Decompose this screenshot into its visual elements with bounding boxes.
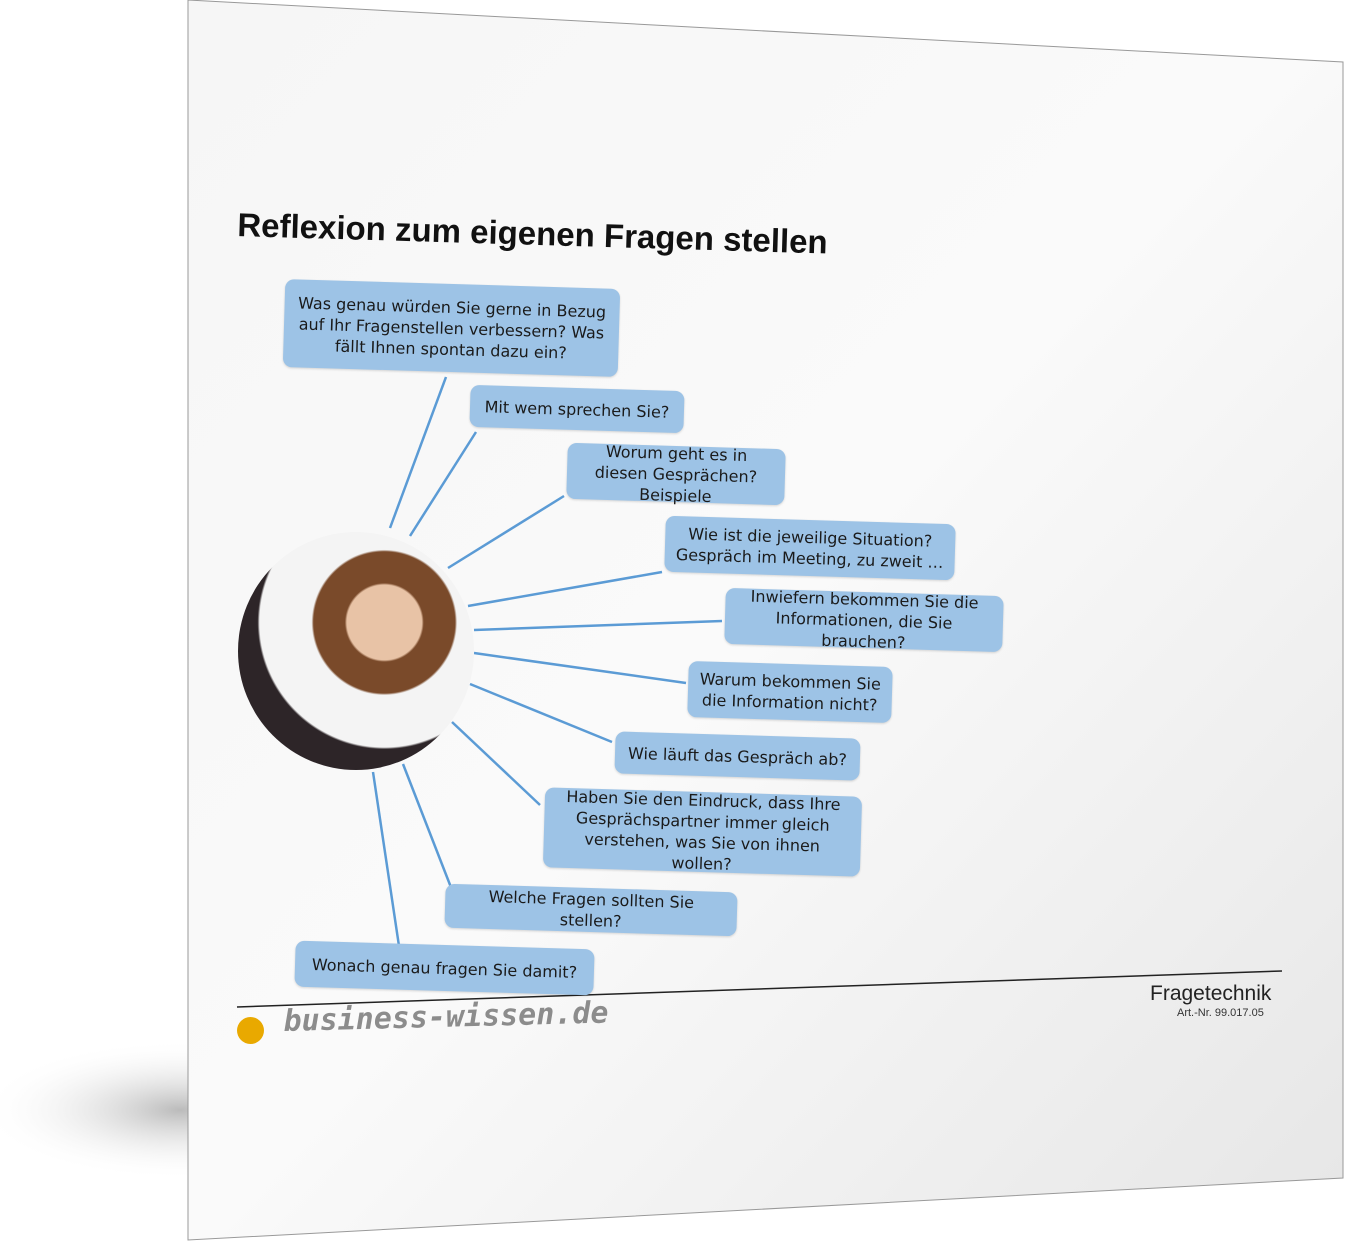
logo-dot-icon (237, 1017, 264, 1044)
connector-line (401, 763, 454, 891)
article-number: Art.-Nr. 99.017.05 (1177, 1007, 1264, 1019)
question-box: Wie läuft das Gespräch ab? (614, 731, 861, 781)
connector-line (451, 721, 541, 806)
question-box: Wie ist die jeweilige Situation? Gespräc… (664, 515, 956, 581)
question-box: Haben Sie den Eindruck, dass Ihre Gesprä… (542, 787, 863, 877)
question-box: Inwiefern bekommen Sie die Informationen… (724, 586, 1004, 653)
connector-line (388, 376, 448, 529)
connector-line (473, 651, 687, 685)
connector-line (447, 494, 565, 570)
question-box: Mit wem sprechen Sie? (469, 384, 685, 434)
question-box: Warum bekommen Sie die Information nicht… (687, 660, 893, 724)
connector-line (469, 682, 613, 744)
question-box: Was genau würden Sie gerne in Bezug auf … (282, 279, 621, 377)
connector-line (408, 431, 478, 537)
connector-line (371, 771, 401, 947)
connector-line (473, 619, 723, 632)
footer-category: Fragetechnik (1150, 982, 1272, 1005)
question-box: Welche Fragen sollten Sie stellen? (444, 883, 738, 937)
connector-line (467, 570, 663, 608)
footer-divider (236, 970, 1283, 1008)
person-photo (238, 532, 474, 770)
question-box: Wonach genau fragen Sie damit? (294, 940, 595, 996)
question-box: Worum geht es in diesen Gesprächen? Beis… (566, 441, 786, 506)
